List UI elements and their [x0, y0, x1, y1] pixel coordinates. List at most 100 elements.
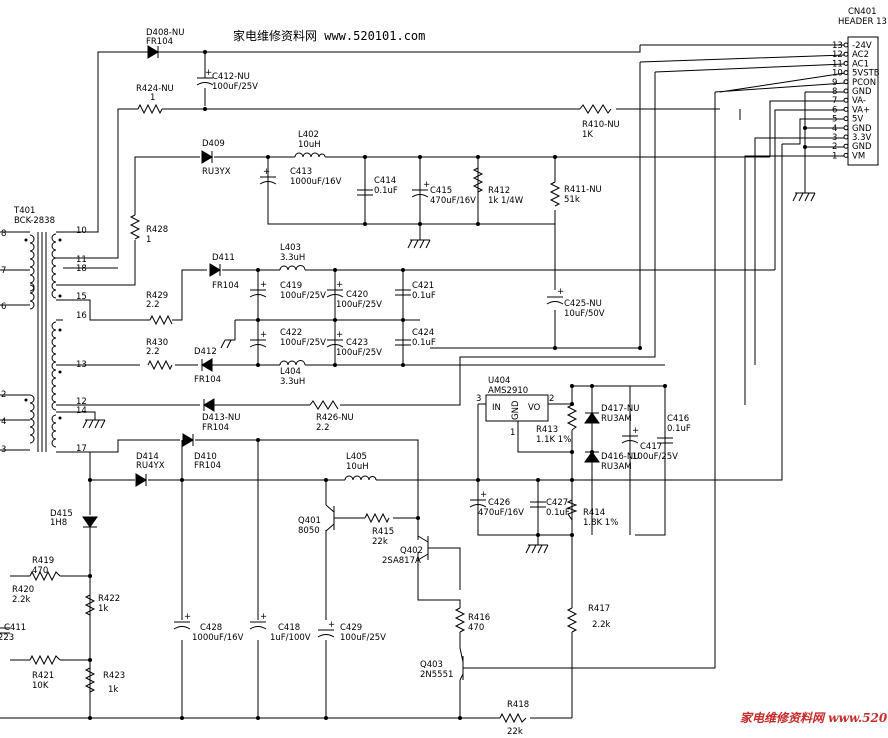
capacitor-c429 — [317, 629, 335, 638]
capacitor-c419 — [249, 289, 267, 298]
label-c428-val: 1000uF/16V — [192, 633, 244, 643]
diodes — [82, 45, 600, 528]
capacitor-c426 — [469, 499, 487, 508]
label-r418-ref: R418 — [507, 700, 529, 710]
svg-text:+: + — [263, 167, 270, 177]
connector-pin — [843, 60, 849, 66]
connector-pin-label: VM — [852, 151, 865, 161]
junctions — [88, 50, 807, 720]
svg-text:+: + — [260, 280, 267, 290]
connector-pin — [843, 152, 849, 158]
svg-text:+: + — [260, 612, 267, 622]
svg-text:GND: GND — [511, 400, 521, 420]
connector-cn401: CN401 HEADER 13 — [838, 7, 887, 166]
label-l402-ref: L402 — [298, 130, 319, 140]
resistor-r421 — [29, 654, 61, 666]
label-c411-ref: C411 — [4, 623, 26, 633]
label-q403-val: 2N5551 — [420, 670, 453, 680]
label-r415-ref: R415 — [372, 527, 394, 537]
diode-d415 — [82, 516, 98, 528]
label-c422-ref: C422 — [280, 328, 302, 338]
connector-pin-label: VA+ — [852, 105, 870, 115]
capacitor-c423 — [326, 339, 344, 348]
label-r426-ref: R426-NU — [316, 413, 354, 423]
svg-text:+: + — [480, 490, 487, 500]
connector-pin — [843, 70, 849, 76]
label-l404-val: 3.3uH — [280, 377, 305, 387]
svg-text:7: 7 — [1, 266, 6, 276]
label-r415-val: 22k — [372, 537, 388, 547]
svg-text:3: 3 — [476, 394, 481, 404]
label-c417-ref: C417 — [640, 442, 662, 452]
label-c424-ref: C424 — [412, 328, 434, 338]
connector-pin — [843, 106, 849, 112]
svg-text:+: + — [336, 280, 343, 290]
connector-pin — [843, 134, 849, 140]
label-c426-ref: C426 — [488, 498, 510, 508]
connector-pin — [843, 97, 849, 103]
connector-pin-label: 5VSTB — [852, 69, 880, 79]
resistor-r415 — [364, 512, 390, 524]
connector-pin-number: 4 — [832, 124, 837, 134]
label-r429-val: 2.2 — [146, 300, 160, 310]
connector-pin-label: GND — [852, 142, 872, 152]
label-d414-ref: D414 — [136, 452, 159, 462]
svg-text:+: + — [205, 68, 212, 78]
component-labels: D408-NU FR104 C412-NU 100uF/25V R424-NU … — [0, 28, 691, 737]
capacitor-c421 — [395, 289, 411, 296]
label-r421-ref: R421 — [32, 671, 54, 681]
svg-text:+: + — [336, 330, 343, 340]
inductor-l405 — [344, 475, 377, 481]
label-r428-val: 1 — [146, 235, 151, 245]
inductors — [279, 152, 377, 481]
ic-u404: U404 AMS2910 IN VO 3 1 2 GND — [476, 376, 554, 438]
resistor-r416 — [454, 607, 466, 633]
label-l403-val: 3.3uH — [280, 253, 305, 263]
label-d416-ref: D416-NU — [601, 452, 639, 462]
capacitor-c416 — [657, 437, 673, 444]
svg-text:12: 12 — [76, 397, 87, 407]
label-c413-val: 1000uF/16V — [290, 177, 342, 187]
connector-pin — [843, 143, 849, 149]
transistor-q402 — [417, 535, 434, 561]
svg-text:+: + — [260, 330, 267, 340]
site-header-title: 家电维修资料网 www.520101.com — [233, 28, 425, 43]
label-d414-val: RU4YX — [136, 461, 165, 471]
svg-text:+: + — [184, 612, 191, 622]
label-c429-val: 100uF/25V — [340, 633, 386, 643]
inductor-l402 — [294, 152, 326, 158]
wires — [0, 44, 846, 719]
watermark-logo: 家电维修资料网 www.520101.com — [740, 711, 888, 725]
label-r418-val: 22k — [507, 727, 523, 737]
capacitor-c418 — [249, 621, 267, 630]
label-d410-ref: D410 — [194, 452, 217, 462]
svg-text:6: 6 — [1, 302, 6, 312]
label-d412-ref: D412 — [194, 347, 217, 357]
svg-text:10: 10 — [76, 226, 87, 236]
label-c419-ref: C419 — [280, 281, 302, 291]
label-r417-val: 2.2k — [592, 620, 611, 630]
label-d410-val: FR104 — [194, 461, 221, 471]
svg-text:16: 16 — [76, 311, 87, 321]
label-c421-ref: C421 — [412, 281, 434, 291]
svg-text:17: 17 — [76, 444, 87, 454]
capacitor-c424 — [395, 339, 411, 346]
label-d413-val: FR104 — [202, 423, 229, 433]
label-c425-val: 10uF/50V — [564, 309, 605, 319]
connector-pin-label: AC1 — [852, 59, 869, 69]
diode-d408 — [147, 45, 159, 59]
label-c427-ref: C427 — [546, 498, 568, 508]
resistor-r410 — [579, 104, 612, 114]
label-c421-val: 0.1uF — [412, 291, 436, 301]
label-c420-val: 100uF/25V — [336, 300, 382, 310]
connector-pin-number: 13 — [832, 41, 843, 51]
label-r416-ref: R416 — [468, 613, 490, 623]
svg-text:+: + — [632, 426, 639, 436]
connector-pin-number: 7 — [832, 96, 837, 106]
grounds — [82, 192, 816, 554]
label-q401-ref: Q401 — [298, 516, 321, 526]
capacitor-c427 — [530, 501, 546, 508]
label-q402-val: 2SA817A — [382, 556, 421, 566]
label-r429-ref: R429 — [146, 291, 168, 301]
